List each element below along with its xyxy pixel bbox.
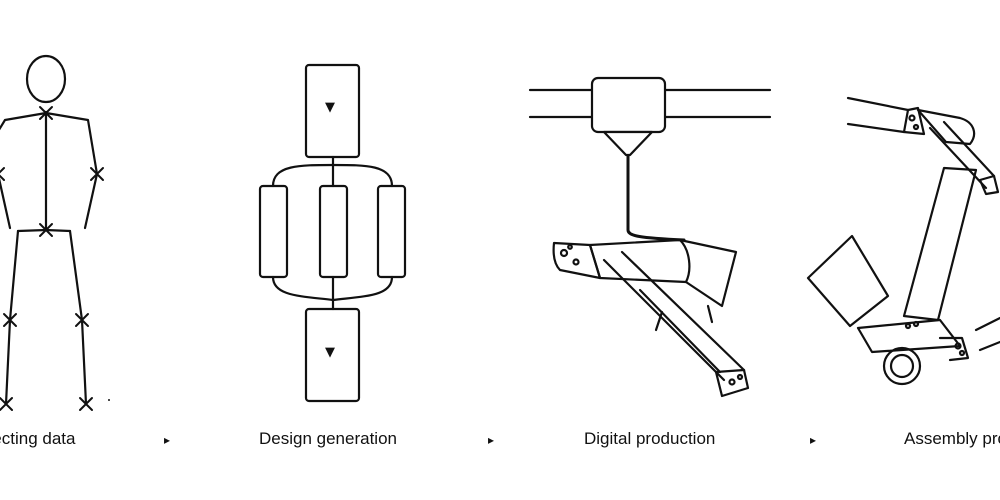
joint-x-icon — [75, 313, 89, 327]
stage-label-assembly-process: Assembly process — [904, 429, 1000, 448]
joint-x-icon — [39, 106, 53, 120]
joint-x-icon — [0, 167, 5, 181]
next-step-arrow-icon: ▸ — [164, 433, 171, 447]
next-step-arrow-icon: ▸ — [810, 433, 817, 447]
printer-nozzle — [602, 130, 654, 157]
joint-x-icon — [79, 397, 93, 411]
printer-illustration — [528, 76, 772, 398]
assembly-beam — [902, 166, 978, 322]
stage-label-digital-production: Digital production — [584, 429, 716, 448]
joint-x-icon — [39, 223, 53, 237]
figure-head — [25, 54, 67, 104]
flow-branch-box — [258, 184, 289, 279]
design-flow-illustration — [258, 63, 407, 403]
filament-line — [626, 154, 686, 242]
flow-arrow-icon: ▼ — [325, 100, 335, 115]
wheel-icon — [882, 346, 922, 386]
human-figure-illustration — [0, 54, 110, 411]
joint-x-icon — [0, 397, 13, 411]
stage-label-design-generation: Design generation — [259, 429, 397, 448]
printer-head — [590, 76, 667, 134]
flow-arrow-icon: ▼ — [325, 345, 335, 360]
stage-label-collecting-data: Collecting data — [0, 429, 76, 448]
assembly-illustration — [806, 96, 1000, 386]
joint-x-icon — [90, 167, 104, 181]
next-step-arrow-icon: ▸ — [488, 433, 495, 447]
flow-branch-box — [376, 184, 407, 279]
flow-branch-box — [318, 184, 349, 279]
joint-markers — [0, 106, 104, 411]
joint-x-icon — [3, 313, 17, 327]
